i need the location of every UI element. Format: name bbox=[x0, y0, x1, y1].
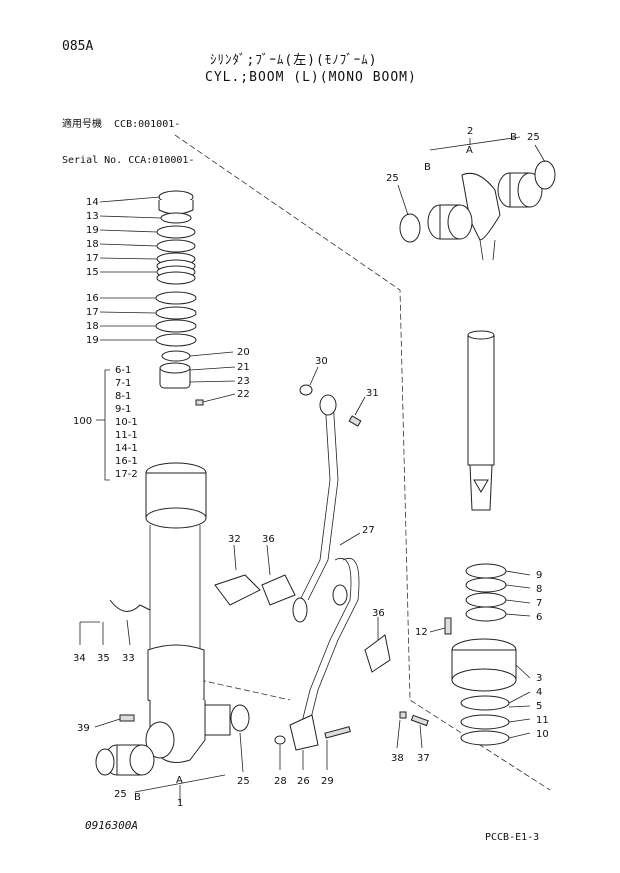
callout-35: 35 bbox=[97, 653, 110, 664]
kit-item-2: 8-1 bbox=[115, 391, 131, 402]
callout-B-top: B bbox=[510, 132, 517, 143]
leader-lines bbox=[79, 136, 546, 803]
title-japanese: ｼﾘﾝﾀﾞ;ﾌﾞｰﾑ(左)(ﾓﾉﾌﾞｰﾑ) bbox=[210, 53, 378, 68]
title-english: CYL.;BOOM (L)(MONO BOOM) bbox=[205, 70, 417, 85]
piston-rod bbox=[399, 160, 556, 511]
callout-17: 17 bbox=[86, 253, 99, 264]
callout-22: 22 bbox=[237, 389, 250, 400]
page-code: PCCB-E1-3 bbox=[485, 832, 540, 843]
callout-10: 10 bbox=[536, 729, 549, 740]
callout-21: 21 bbox=[237, 362, 250, 373]
kit-item-6: 14-1 bbox=[115, 443, 138, 454]
kit-item-0: 6-1 bbox=[115, 365, 131, 376]
callout-31: 31 bbox=[366, 388, 379, 399]
callout-36b: 36 bbox=[372, 608, 385, 619]
callout-25-top-left: 25 bbox=[386, 173, 399, 184]
cylinder-tube bbox=[145, 462, 207, 763]
callout-7: 7 bbox=[536, 598, 542, 609]
callout-B-left: B bbox=[134, 792, 141, 803]
callout-25-left: 25 bbox=[114, 789, 127, 800]
callout-36: 36 bbox=[262, 534, 275, 545]
callout-25-top-right: 25 bbox=[527, 132, 540, 143]
callout-18b: 18 bbox=[86, 321, 99, 332]
callout-B-top-left: B bbox=[424, 162, 431, 173]
callout-13: 13 bbox=[86, 211, 99, 222]
callout-3: 3 bbox=[536, 673, 542, 684]
callout-6: 6 bbox=[536, 612, 542, 623]
callout-A-left: A bbox=[176, 775, 183, 786]
kit-item-3: 9-1 bbox=[115, 404, 131, 415]
callout-29: 29 bbox=[321, 776, 334, 787]
callout-20: 20 bbox=[237, 347, 250, 358]
callout-labels: 14 13 19 18 17 15 16 17 18 19 20 21 23 2… bbox=[73, 126, 549, 809]
callout-4: 4 bbox=[536, 687, 542, 698]
kit-item-5: 11-1 bbox=[115, 430, 138, 441]
callout-38: 38 bbox=[391, 753, 404, 764]
callout-34: 34 bbox=[73, 653, 86, 664]
callout-5: 5 bbox=[536, 701, 542, 712]
kit-item-4: 10-1 bbox=[115, 417, 138, 428]
callout-11: 11 bbox=[536, 715, 549, 726]
callout-30: 30 bbox=[315, 356, 328, 367]
lower-bushings bbox=[80, 621, 250, 776]
callout-2: 2 bbox=[467, 126, 473, 137]
serial-line-1: 適用号機 CCB:001001- bbox=[62, 119, 181, 130]
piping-assembly bbox=[109, 384, 452, 751]
callout-19: 19 bbox=[86, 225, 99, 236]
kit-item-7: 16-1 bbox=[115, 456, 138, 467]
callout-23: 23 bbox=[237, 376, 250, 387]
gland-assembly bbox=[451, 563, 517, 746]
kit-item-8: 17-2 bbox=[115, 469, 138, 480]
callout-25-lower: 25 bbox=[237, 776, 250, 787]
callout-26: 26 bbox=[297, 776, 310, 787]
assembly-guide-line bbox=[199, 679, 291, 701]
callout-1: 1 bbox=[177, 798, 183, 809]
callout-17b: 17 bbox=[86, 307, 99, 318]
piston-seal-stack bbox=[155, 190, 204, 406]
page-id: 085A bbox=[62, 39, 94, 54]
callout-33: 33 bbox=[122, 653, 135, 664]
serial-applicability: 適用号機 CCB:001001- Serial No. CCA:010001- bbox=[62, 95, 194, 179]
callout-28: 28 bbox=[274, 776, 287, 787]
kit-number: 100 bbox=[73, 416, 92, 427]
callout-16: 16 bbox=[86, 293, 99, 304]
callout-37: 37 bbox=[417, 753, 430, 764]
callout-18: 18 bbox=[86, 239, 99, 250]
kit-item-1: 7-1 bbox=[115, 378, 131, 389]
serial-line-2: Serial No. CCA:010001- bbox=[62, 155, 195, 166]
callout-A-top: A bbox=[466, 145, 473, 156]
drawing-number: 0916300A bbox=[85, 819, 138, 832]
callout-19b: 19 bbox=[86, 335, 99, 346]
callout-14: 14 bbox=[86, 197, 99, 208]
callout-8: 8 bbox=[536, 584, 542, 595]
callout-15: 15 bbox=[86, 267, 99, 278]
callout-39: 39 bbox=[77, 723, 90, 734]
callout-27: 27 bbox=[362, 525, 375, 536]
callout-12: 12 bbox=[415, 627, 428, 638]
callout-32: 32 bbox=[228, 534, 241, 545]
callout-9: 9 bbox=[536, 570, 542, 581]
